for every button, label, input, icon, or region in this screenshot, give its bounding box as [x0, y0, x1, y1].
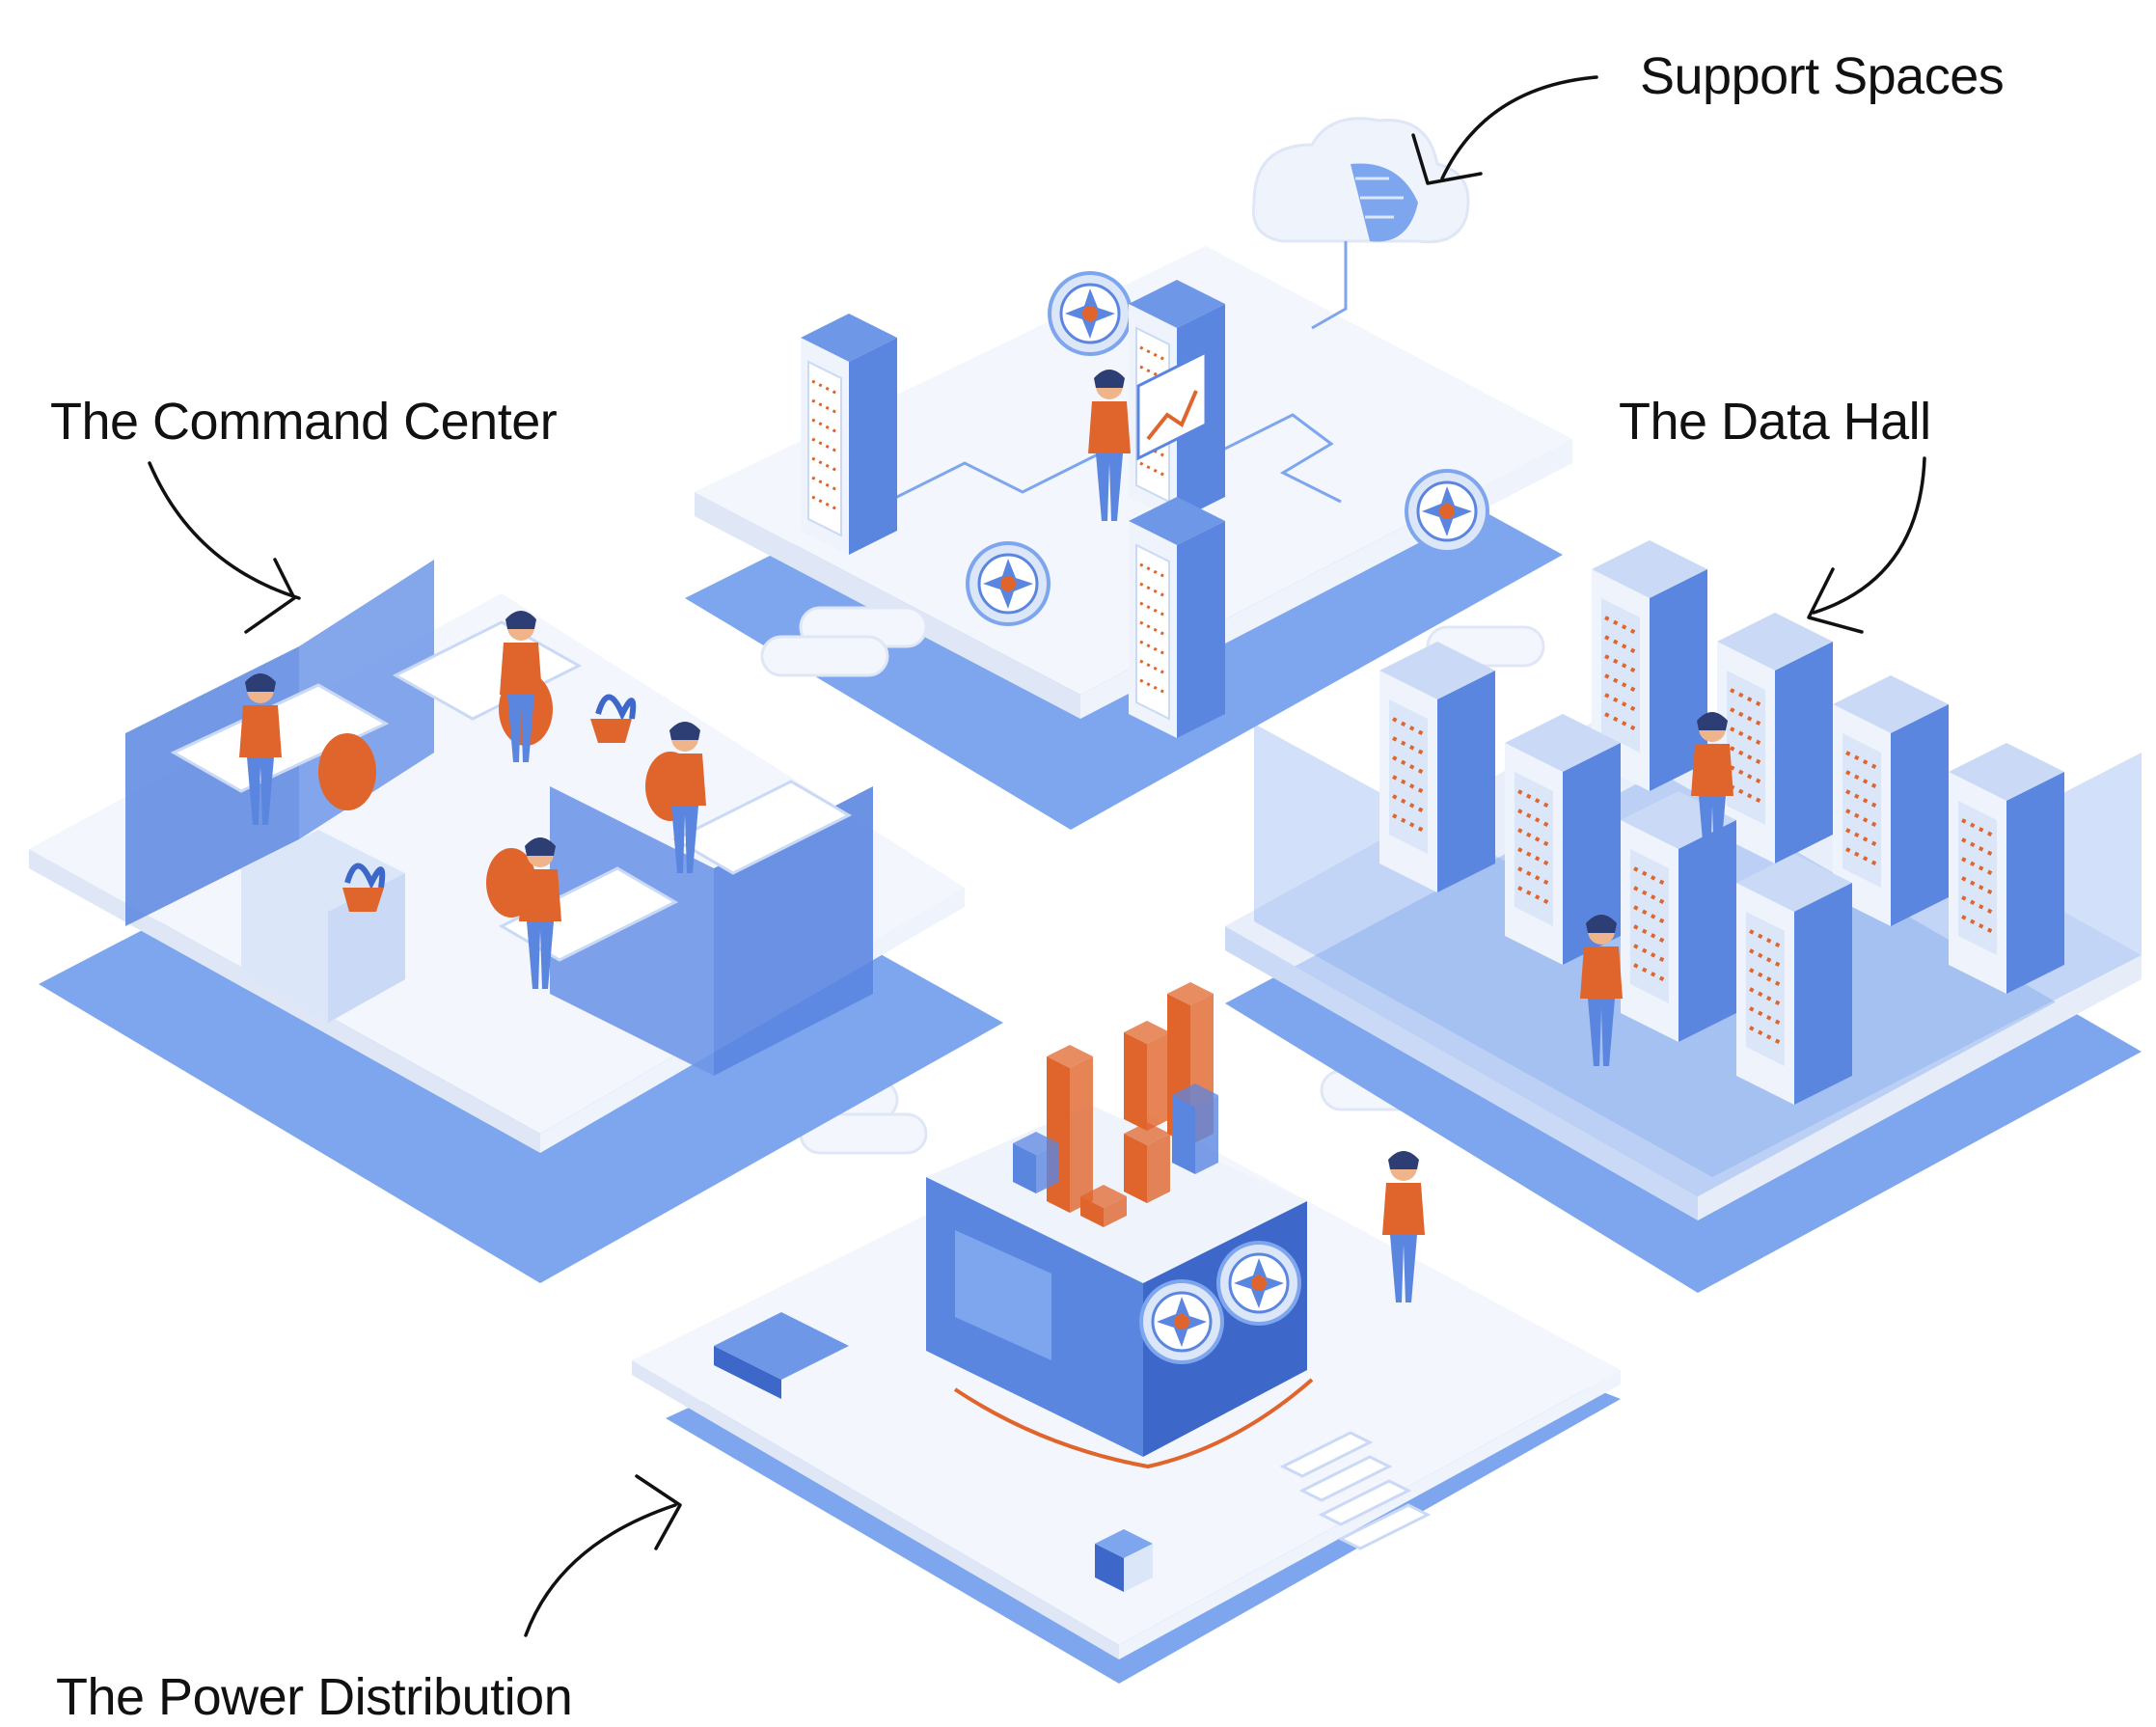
support-spaces-arrow	[1440, 75, 1598, 180]
server-rack-icon	[1734, 852, 1854, 1107]
power-distribution-label: The Power Distribution	[56, 1668, 573, 1726]
fan-icon	[966, 541, 1051, 626]
fan-icon	[1405, 469, 1489, 554]
power-distribution-platform	[632, 1105, 1621, 1684]
chart-bar	[1104, 1196, 1127, 1227]
chart-bar	[1195, 1095, 1218, 1174]
data-hall-platform	[1225, 538, 2142, 1293]
chart-bar	[1080, 1196, 1104, 1227]
data-hall-arrow	[1812, 456, 1926, 615]
fan-icon	[1139, 1279, 1224, 1364]
cloud-icon	[1251, 117, 1470, 330]
support-spaces-platform	[685, 117, 1572, 830]
command-center-platform	[29, 560, 1003, 1283]
power-distribution-arrowhead	[635, 1474, 682, 1550]
data-hall-arrowhead	[1807, 567, 1864, 634]
chart-bar	[1047, 1056, 1070, 1213]
support-spaces-arrowhead	[1411, 133, 1483, 185]
fan-icon	[1216, 1241, 1301, 1326]
command-center-label: The Command Center	[50, 393, 558, 451]
power-distribution-arrow	[524, 1503, 677, 1637]
server-rack-icon	[1378, 640, 1497, 894]
chart-bar	[1124, 1032, 1147, 1131]
server-rack-icon	[1127, 495, 1227, 740]
chart-bar	[1036, 1143, 1059, 1193]
fan-icon	[1048, 271, 1133, 356]
chart-bar	[1013, 1143, 1036, 1193]
bar-chart-icon	[1013, 982, 1218, 1227]
data-hall-label: The Data Hall	[1619, 393, 1931, 451]
server-rack-icon	[1947, 741, 2066, 996]
server-rack-icon	[799, 312, 899, 557]
chart-bar	[1147, 1134, 1170, 1203]
chart-bar	[1070, 1056, 1093, 1213]
chart-bar	[1172, 1095, 1195, 1174]
chart-bar	[1124, 1134, 1147, 1203]
command-center-arrow	[148, 461, 301, 600]
support-spaces-label: Support Spaces	[1640, 47, 2005, 105]
command-center-arrowhead	[244, 558, 296, 634]
chart-bar	[1147, 1032, 1170, 1131]
